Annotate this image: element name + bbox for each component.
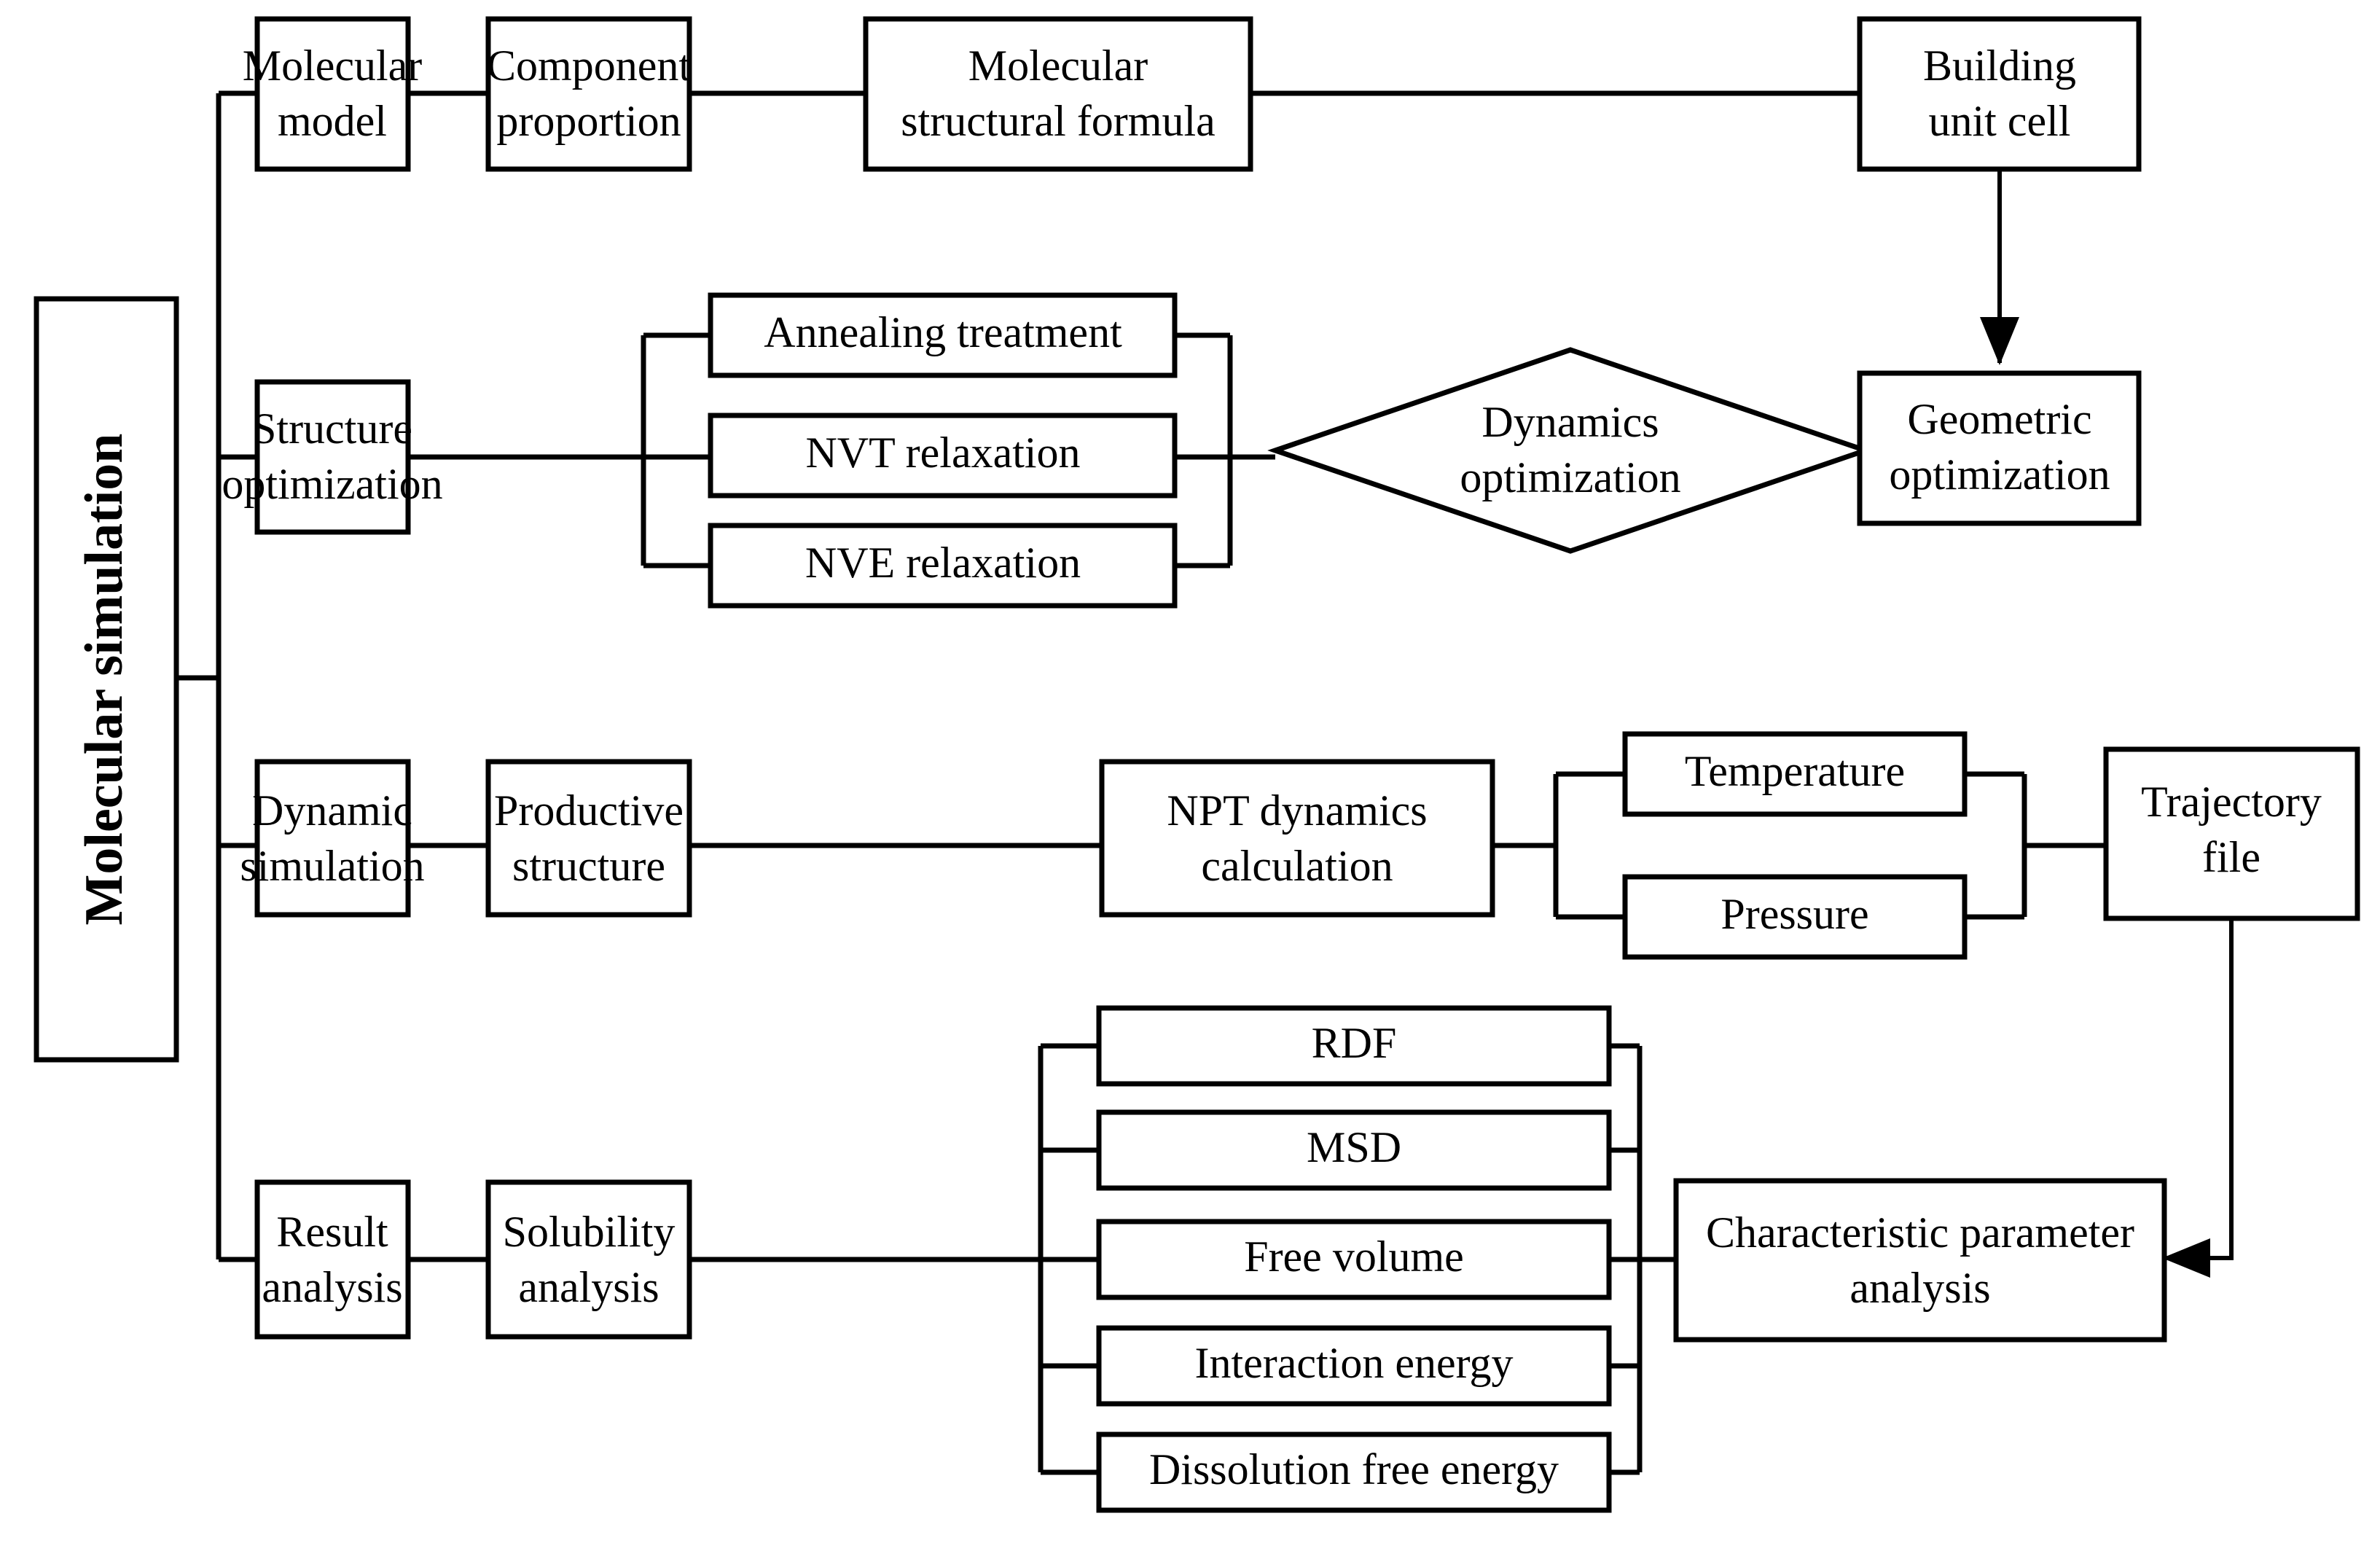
node-pressure-rect[interactable]	[1622, 874, 1968, 960]
node-molecular-model-label-2: model	[278, 97, 387, 145]
node-annealing-treatment[interactable]: Annealing treatment	[708, 292, 1178, 378]
node-interaction-energy-label: Interaction energy	[1194, 1339, 1513, 1387]
node-dynamics-optimization-label-1: Dynamics	[1481, 398, 1659, 446]
node-component-proportion-rect[interactable]	[485, 16, 692, 172]
node-characteristic-parameter-analysis-label-2: analysis	[1849, 1264, 1990, 1312]
node-result-analysis-rect[interactable]	[254, 1179, 411, 1340]
node-rdf-rect[interactable]	[1096, 1005, 1612, 1087]
row4-group: Result analysis Solubility analysis RDF	[254, 1005, 2167, 1513]
node-molecular-structural-formula-label-1: Molecular	[968, 42, 1148, 90]
node-npt-dynamics-calculation-label-1: NPT dynamics	[1167, 786, 1427, 835]
root-spine-group	[176, 90, 257, 1262]
node-molecular-model-label-1: Molecular	[243, 42, 423, 90]
node-productive-structure[interactable]: Productive structure	[485, 759, 692, 918]
node-npt-dynamics-calculation[interactable]: NPT dynamics calculation	[1099, 759, 1495, 918]
node-productive-structure-label-1: Productive	[494, 786, 684, 835]
node-building-unit-cell[interactable]: Building unit cell	[1857, 16, 2142, 172]
node-solubility-analysis-rect[interactable]	[485, 1179, 692, 1340]
node-geometric-optimization[interactable]: Geometric optimization	[1857, 370, 2142, 526]
node-rdf[interactable]: RDF	[1096, 1005, 1612, 1087]
node-structure-optimization-label-1: Structure	[252, 405, 412, 453]
node-trajectory-file[interactable]: Trajectory file	[2103, 746, 2360, 921]
node-geometric-optimization-rect[interactable]	[1857, 370, 2142, 526]
node-free-volume-label: Free volume	[1244, 1233, 1464, 1281]
node-molecular-structural-formula-label-2: structural formula	[901, 97, 1216, 145]
node-npt-dynamics-calculation-rect[interactable]	[1099, 759, 1495, 918]
node-pressure-label: Pressure	[1721, 890, 1868, 938]
node-temperature-label: Temperature	[1685, 747, 1905, 795]
node-dynamics-optimization[interactable]: Dynamics optimization	[1267, 347, 1874, 554]
node-interaction-energy-rect[interactable]	[1096, 1325, 1612, 1407]
node-molecular-model[interactable]: Molecular model	[243, 16, 423, 172]
node-molecular-simulation[interactable]: Molecular simulation	[34, 296, 179, 1063]
node-msd-label: MSD	[1307, 1123, 1401, 1171]
node-molecular-simulation-rect[interactable]	[34, 296, 179, 1063]
node-structure-optimization[interactable]: Structure optimization	[222, 379, 443, 535]
node-result-analysis-label-1: Result	[276, 1208, 388, 1256]
node-dynamics-optimization-label-2: optimization	[1460, 453, 1680, 501]
node-free-volume[interactable]: Free volume	[1096, 1219, 1612, 1300]
node-solubility-analysis[interactable]: Solubility analysis	[485, 1179, 692, 1340]
node-npt-dynamics-calculation-label-2: calculation	[1201, 842, 1393, 890]
node-dynamics-optimization-diamond[interactable]	[1267, 347, 1874, 554]
node-rdf-label: RDF	[1312, 1019, 1397, 1067]
node-geometric-optimization-label-2: optimization	[1889, 450, 2110, 499]
node-msd[interactable]: MSD	[1096, 1109, 1612, 1191]
node-pressure[interactable]: Pressure	[1622, 874, 1968, 960]
node-solubility-analysis-label-1: Solubility	[503, 1208, 676, 1256]
node-characteristic-parameter-analysis[interactable]: Characteristic parameter analysis	[1673, 1178, 2167, 1343]
node-result-analysis[interactable]: Result analysis	[254, 1179, 411, 1340]
node-geometric-optimization-label-1: Geometric	[1907, 395, 2091, 443]
node-trajectory-file-rect[interactable]	[2103, 746, 2360, 921]
node-characteristic-parameter-analysis-label-1: Characteristic parameter	[1706, 1208, 2134, 1257]
node-dynamic-simulation-label-2: simulation	[240, 842, 424, 890]
node-interaction-energy[interactable]: Interaction energy	[1096, 1325, 1612, 1407]
node-molecular-simulation-label: Molecular simulation	[74, 434, 134, 926]
node-structure-optimization-rect[interactable]	[254, 379, 411, 535]
node-component-proportion[interactable]: Component proportion	[485, 16, 692, 172]
node-component-proportion-label-2: proportion	[496, 97, 681, 145]
node-productive-structure-label-2: structure	[512, 842, 665, 890]
node-solubility-analysis-label-2: analysis	[518, 1263, 659, 1311]
node-building-unit-cell-label-1: Building	[1923, 42, 2076, 90]
node-annealing-treatment-label: Annealing treatment	[764, 308, 1122, 356]
node-nve-relaxation-rect[interactable]	[708, 523, 1178, 609]
node-temperature[interactable]: Temperature	[1622, 731, 1968, 817]
node-component-proportion-label-1: Component	[487, 42, 691, 90]
row2-group: Structure optimization Annealing treatme…	[222, 292, 2142, 609]
node-nvt-relaxation[interactable]: NVT relaxation	[708, 413, 1178, 499]
arrow-trajectory-to-characteristic	[2162, 918, 2234, 1278]
node-trajectory-file-label-2: file	[2202, 833, 2260, 881]
node-nve-relaxation[interactable]: NVE relaxation	[708, 523, 1178, 609]
node-productive-structure-rect[interactable]	[485, 759, 692, 918]
node-result-analysis-label-2: analysis	[262, 1263, 402, 1311]
node-building-unit-cell-label-2: unit cell	[1929, 97, 2071, 145]
row1-group: Molecular model Component proportion Mol…	[243, 16, 2142, 365]
node-dissolution-free-energy-rect[interactable]	[1096, 1431, 1612, 1513]
node-dynamic-simulation-rect[interactable]	[254, 759, 411, 918]
node-nvt-relaxation-rect[interactable]	[708, 413, 1178, 499]
node-dynamic-simulation-label-1: Dynamic	[252, 786, 412, 835]
node-nvt-relaxation-label: NVT relaxation	[805, 429, 1080, 477]
node-structure-optimization-label-2: optimization	[222, 460, 442, 508]
node-nve-relaxation-label: NVE relaxation	[805, 539, 1081, 587]
node-dissolution-free-energy-label: Dissolution free energy	[1149, 1445, 1559, 1493]
node-molecular-structural-formula[interactable]: Molecular structural formula	[863, 16, 1253, 172]
node-dynamic-simulation[interactable]: Dynamic simulation	[240, 759, 425, 918]
node-characteristic-parameter-analysis-rect[interactable]	[1673, 1178, 2167, 1343]
row3-group: Dynamic simulation Productive structure …	[240, 731, 2360, 1278]
node-trajectory-file-label-1: Trajectory	[2141, 778, 2322, 826]
node-dissolution-free-energy[interactable]: Dissolution free energy	[1096, 1431, 1612, 1513]
